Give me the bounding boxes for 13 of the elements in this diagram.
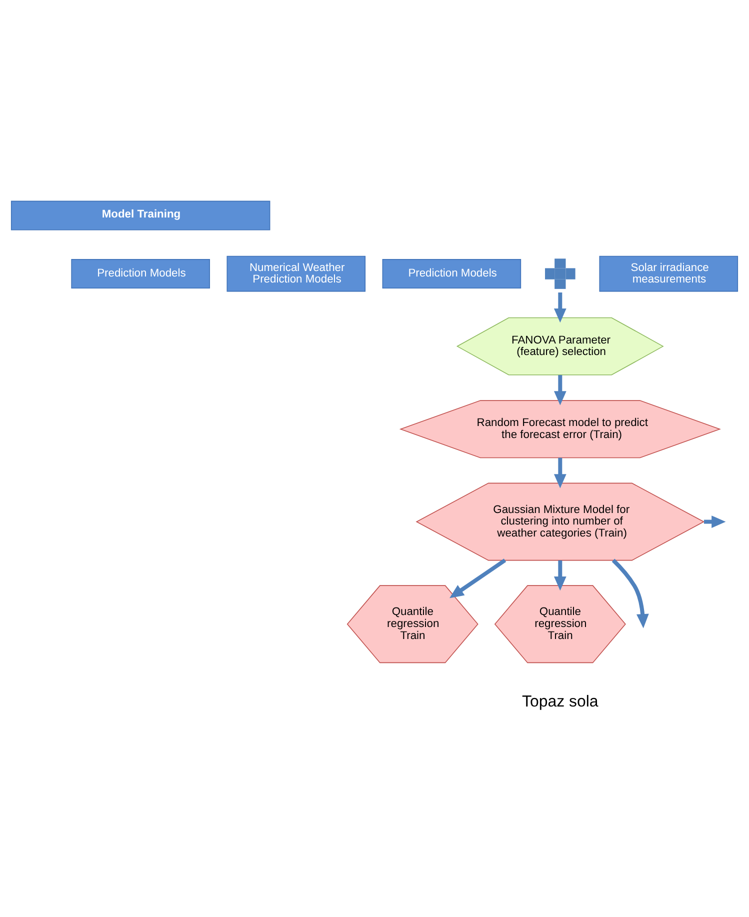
node-box: Model Training bbox=[10, 200, 270, 230]
arrow bbox=[554, 374, 566, 405]
arrow bbox=[554, 457, 566, 488]
arrow bbox=[554, 292, 566, 322]
arrow bbox=[612, 558, 649, 628]
node-box: Solar irradiance measurements bbox=[599, 255, 738, 292]
label: Topaz sola bbox=[522, 692, 598, 710]
arrow bbox=[554, 560, 566, 590]
node-box: Prediction Models bbox=[71, 258, 210, 288]
node-box: Numerical Weather Prediction Models bbox=[226, 255, 366, 292]
arrow bbox=[450, 558, 506, 598]
arrow bbox=[704, 515, 726, 528]
node-box: Prediction Models bbox=[382, 258, 522, 288]
